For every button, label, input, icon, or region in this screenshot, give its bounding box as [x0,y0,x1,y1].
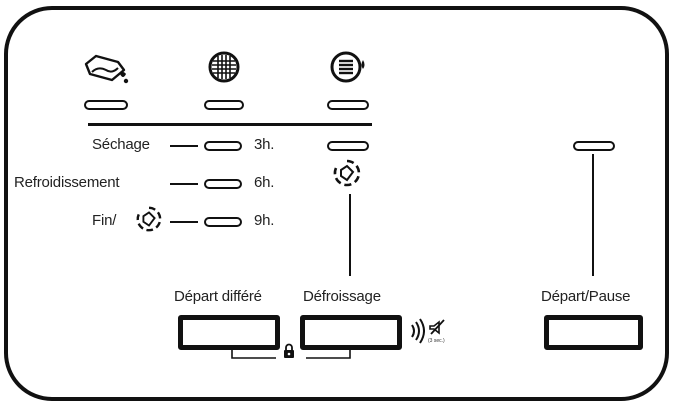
start-pause-connector [592,154,594,276]
refroidissement-led [204,179,242,189]
refroidissement-time: 6h. [254,174,275,191]
fin-dash [170,221,198,223]
fin-label: Fin/ [92,212,117,229]
fin-anti-crease-icon [134,205,164,233]
fin-time: 9h. [254,212,275,229]
filter-icon [207,50,241,84]
drying-icon [82,52,132,86]
water-tank-icon [330,50,370,84]
filter-led [204,100,244,110]
sound-icon [409,318,425,344]
anti-crease-connector [349,194,351,276]
anti-crease-label: Défroissage [303,288,381,305]
refroidissement-label: Refroidissement [14,174,120,191]
start-pause-button[interactable] [544,315,643,350]
tank-led [327,100,369,110]
fin-led [204,217,242,227]
sechage-dash [170,145,198,147]
delayed-start-button[interactable] [178,315,280,350]
child-lock-icon [283,343,295,359]
child-lock-bracket [230,348,354,366]
refroidissement-dash [170,183,198,185]
anti-crease-button[interactable] [300,315,402,350]
sechage-time: 3h. [254,136,275,153]
mute-icon [428,318,446,336]
delayed-start-label: Départ différé [174,288,262,305]
anti-crease-led [327,141,369,151]
start-pause-label: Départ/Pause [541,288,631,305]
separator-line [88,123,372,126]
start-pause-led [573,141,615,151]
sechage-led [204,141,242,151]
mute-hint: (3 sec.) [428,338,445,344]
drying-led [84,100,128,110]
anti-crease-icon [331,158,363,188]
sechage-label: Séchage [92,136,150,153]
